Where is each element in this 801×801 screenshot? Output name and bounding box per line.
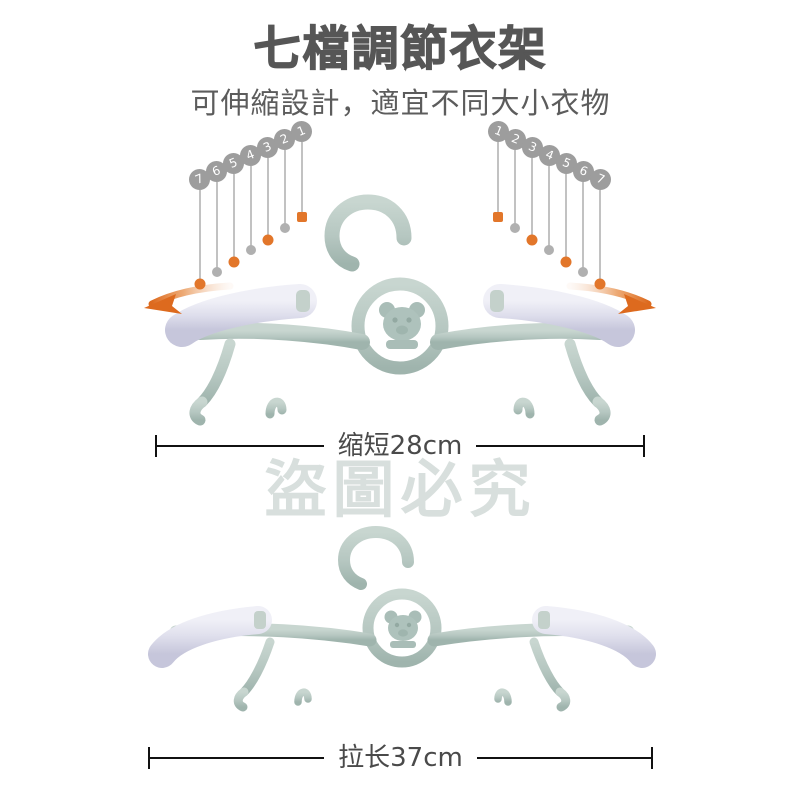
left-shoulder-pad: [148, 606, 272, 668]
left-shoulder-arm: [192, 322, 370, 350]
right-pad-collar: [490, 290, 504, 312]
right-side-strut: [529, 637, 565, 697]
hanger-center-ring: [351, 277, 449, 375]
dimension-label-retracted: 缩短28cm: [155, 424, 645, 468]
hanger-retracted-illustration: [144, 194, 656, 426]
right-shoulder-pad: [532, 606, 656, 668]
hanger-retracted-stage: 7 6 5 4 3 2 1 1 2 3 4 5 6 7: [0, 117, 801, 428]
dimension-retracted: 缩短28cm: [155, 424, 645, 468]
expand-right-arrow-icon: [566, 282, 656, 314]
left-pad-collar: [296, 290, 310, 312]
left-shoulder-pad: [165, 284, 317, 347]
left-side-strut: [196, 338, 236, 408]
page-title: 七檔調節衣架: [253, 21, 548, 77]
right-shoulder-pad: [483, 284, 635, 347]
expand-left-arrow-icon: [144, 282, 234, 314]
crossbar-hook-left: [265, 397, 287, 419]
right-shoulder-arm: [430, 322, 608, 350]
crossbar-hook-right: [494, 688, 512, 706]
hanger-center-ring: [362, 588, 442, 668]
right-side-strut: [564, 338, 604, 408]
dimension-label-extended: 拉长37cm: [148, 736, 653, 780]
hanger-extended-illustration: [148, 525, 656, 712]
dimension-extended: 拉长37cm: [148, 736, 653, 780]
hanger-extended-stage: [0, 520, 801, 735]
crossbar-hook-left: [294, 688, 312, 706]
dim-cap-right: [643, 435, 645, 457]
right-pad-collar: [538, 611, 550, 629]
dim-cap-right: [651, 747, 653, 769]
page-subtitle: 可伸縮設計，適宜不同大小衣物: [190, 86, 611, 120]
left-side-strut: [239, 637, 275, 697]
left-pad-collar: [254, 611, 266, 629]
header: 七檔調節衣架 可伸縮設計，適宜不同大小衣物: [0, 0, 801, 120]
bear-face-icon: [384, 610, 422, 648]
bear-face-icon: [379, 302, 425, 349]
crossbar-hook-right: [513, 397, 535, 419]
